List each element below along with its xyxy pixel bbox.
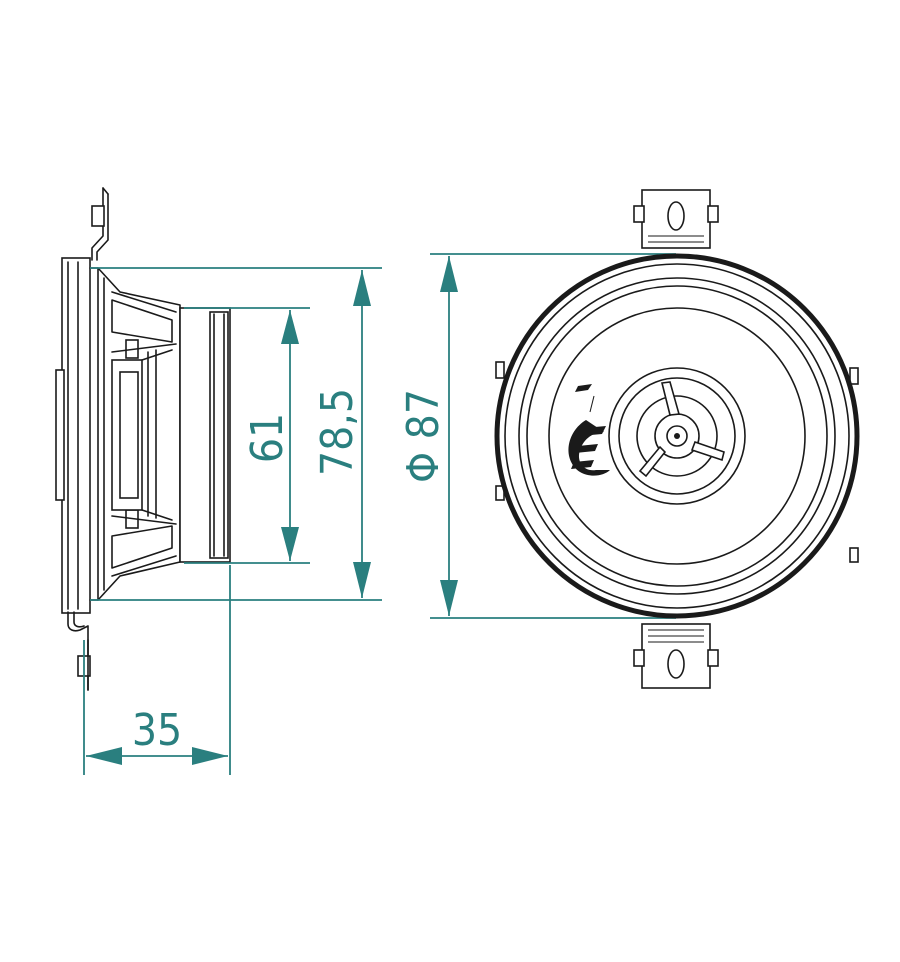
right-tab-lower bbox=[849, 547, 859, 563]
dimension-35-line bbox=[83, 565, 231, 775]
bottom-mount-bracket bbox=[67, 611, 91, 691]
dimension-61-label: 61 bbox=[242, 413, 293, 463]
front-flange bbox=[55, 257, 91, 614]
tweeter-spokes bbox=[638, 381, 725, 478]
front-dimension: Φ 87 bbox=[398, 253, 676, 619]
left-tab bbox=[495, 361, 505, 379]
speaker-rings bbox=[494, 253, 860, 619]
dimension-87-label: Φ 87 bbox=[398, 389, 449, 483]
magnet-assembly bbox=[179, 307, 231, 563]
dimension-78-5-line bbox=[353, 270, 371, 598]
right-tab bbox=[849, 367, 859, 385]
brand-logo-icon bbox=[568, 384, 610, 476]
speaker-side-view bbox=[55, 187, 231, 691]
dimension-61-line bbox=[281, 310, 299, 561]
top-mount-bracket bbox=[91, 187, 109, 261]
speaker-front-view bbox=[494, 189, 860, 689]
dimension-35-label: 35 bbox=[132, 705, 182, 756]
speaker-basket bbox=[89, 267, 181, 601]
front-bottom-bracket bbox=[633, 623, 719, 689]
dimension-78-5-label: 78,5 bbox=[312, 388, 363, 476]
front-top-bracket bbox=[633, 189, 719, 249]
side-dimensions: 61 78,5 35 bbox=[83, 267, 382, 775]
